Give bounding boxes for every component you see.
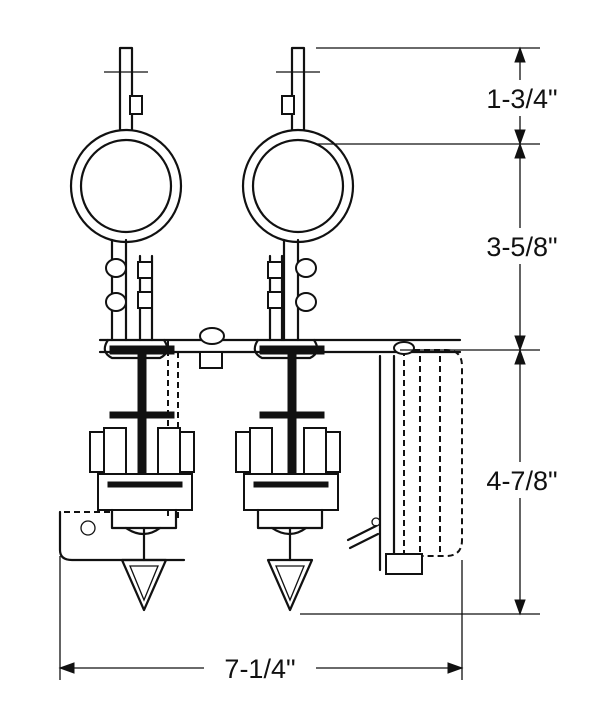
right-trolley <box>235 345 341 612</box>
side-bracket-assembly <box>346 341 463 575</box>
dim-width-label: 7-1/4" <box>224 654 295 684</box>
dim-top-label: 1-3/4" <box>486 84 557 114</box>
left-hanger-clamp <box>69 46 183 360</box>
dimension-lines <box>58 46 570 686</box>
dim-middle-label: 3-5/8" <box>486 232 557 262</box>
dim-bottom-label: 4-7/8" <box>486 466 557 496</box>
right-hanger-clamp <box>241 46 355 360</box>
left-trolley <box>58 345 195 612</box>
